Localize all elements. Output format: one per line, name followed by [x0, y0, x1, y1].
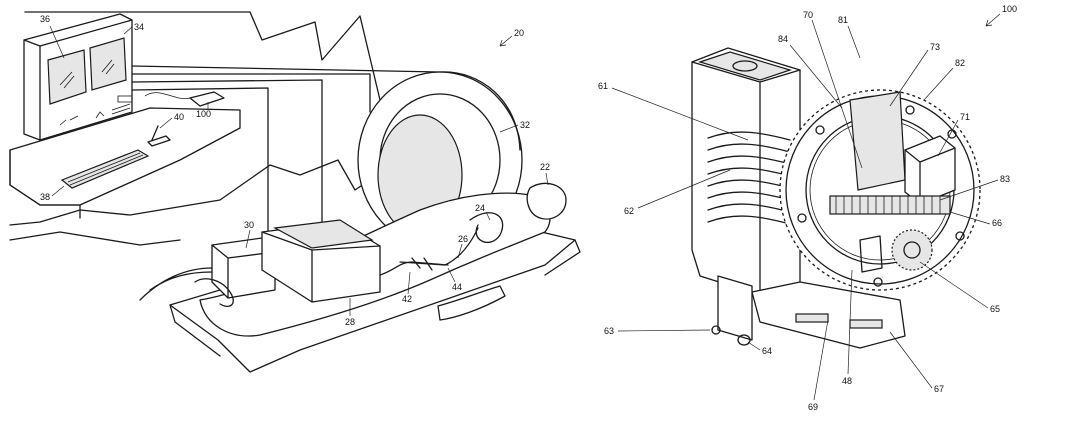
label-69: 69: [808, 402, 818, 412]
label-64: 64: [762, 346, 772, 356]
label-73: 73: [930, 42, 940, 52]
label-61: 61: [598, 81, 608, 91]
carriage-block: [849, 91, 906, 191]
catheter-loop: [469, 212, 504, 244]
label-81: 81: [838, 15, 848, 25]
label-24: 24: [475, 203, 485, 213]
label-36: 36: [40, 14, 50, 24]
label-82: 82: [955, 58, 965, 68]
keyboard: [60, 149, 150, 189]
figure-left-imaging-system: 36 34 38 40 100 32 22 24 26 30 28 42 44 …: [9, 11, 581, 373]
housing-top: [698, 51, 792, 81]
guidewire: [139, 267, 213, 301]
label-42: 42: [402, 294, 412, 304]
label-26: 26: [458, 234, 468, 244]
label-63: 63: [604, 326, 614, 336]
label-44: 44: [452, 282, 462, 292]
patient-head: [526, 182, 567, 220]
label-62: 62: [624, 206, 634, 216]
label-100: 100: [196, 109, 211, 119]
label-32: 32: [520, 120, 530, 130]
label-22: 22: [540, 162, 550, 172]
pinion-gears: [829, 195, 951, 215]
operator-hand: [194, 278, 234, 307]
patient-arm: [437, 285, 506, 321]
figure-right-gear-mechanism: 100 70 81 73 84 82 61 71 83 62 66 65 63 …: [598, 4, 1017, 412]
label-84: 84: [778, 34, 788, 44]
right-screen: [89, 37, 127, 91]
label-83: 83: [1000, 174, 1010, 184]
bellows-spring: [707, 131, 791, 225]
label-40: 40: [174, 112, 184, 122]
label-67: 67: [934, 384, 944, 394]
label-30: 30: [244, 220, 254, 230]
drive-tubing: [379, 261, 449, 276]
foot-control: [189, 91, 225, 107]
label-34: 34: [134, 22, 144, 32]
room-wall-outline: [9, 11, 381, 226]
interface-box-lid: [273, 219, 374, 249]
figure-right-ref-number: 100: [1002, 4, 1017, 14]
label-66: 66: [992, 218, 1002, 228]
label-70: 70: [803, 10, 813, 20]
label-28: 28: [345, 317, 355, 327]
figure-left-ref-number: 20: [514, 28, 524, 38]
joystick: [147, 125, 171, 147]
label-71: 71: [960, 112, 970, 122]
floor-line: [9, 231, 181, 246]
drive-pinion: [891, 229, 933, 271]
label-38: 38: [40, 192, 50, 202]
label-48: 48: [842, 376, 852, 386]
support-column: [717, 275, 753, 341]
console-panel: [59, 103, 131, 126]
label-65: 65: [990, 304, 1000, 314]
